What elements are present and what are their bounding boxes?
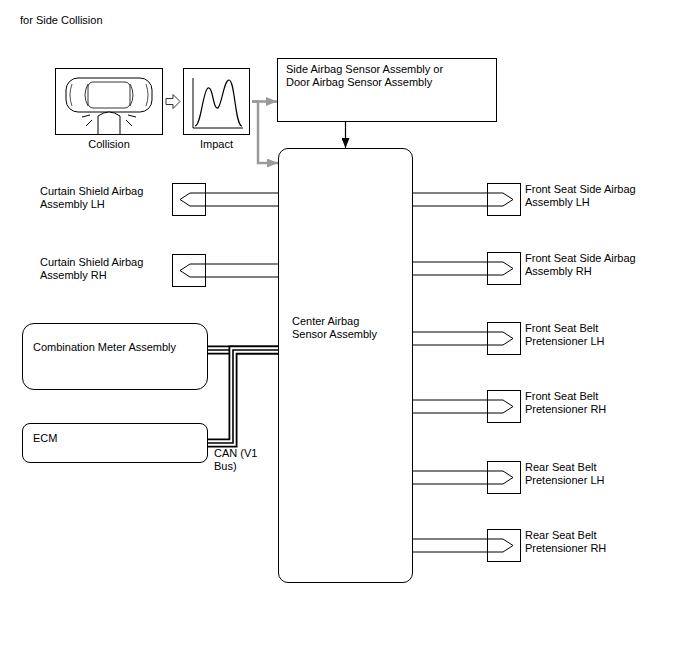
squib-wire: [413, 332, 487, 345]
ecu-box: Combination Meter Assembly: [22, 323, 208, 390]
squib-symbols: [180, 193, 513, 552]
car-body: [66, 78, 152, 112]
other-car: [98, 112, 120, 134]
squib-box: Rear Seat Belt Pretensioner LH: [487, 461, 521, 494]
connector: [252, 102, 278, 164]
caption: Collision: [46, 138, 172, 151]
squib-wire: [413, 539, 487, 552]
component-name: Combination Meter Assembly: [33, 341, 197, 354]
component-name: Rear Seat Belt Pretensioner LH: [525, 461, 653, 487]
can-bus-core: [208, 350, 278, 443]
connector: [413, 539, 487, 552]
impact-sparks: [82, 115, 136, 126]
ecu-box: Center Airbag Sensor Assembly: [278, 148, 413, 583]
squib-box: Rear Seat Belt Pretensioner RH: [487, 529, 521, 562]
squib-box: Curtain Shield Airbag Assembly LH: [172, 183, 206, 216]
connector: [413, 332, 487, 345]
connector: [413, 400, 487, 413]
component-name: Curtain Shield Airbag Assembly LH: [40, 185, 168, 211]
component-name: Front Seat Belt Pretensioner RH: [525, 390, 653, 416]
component-name: Rear Seat Belt Pretensioner RH: [525, 529, 653, 555]
component-name: Center Airbag Sensor Assembly: [292, 315, 387, 341]
graph-axes: [193, 78, 243, 128]
connector: [413, 193, 487, 206]
squib-symbol: [487, 471, 513, 484]
ecu-box: ECM: [22, 423, 208, 463]
squib-symbol: [180, 264, 206, 277]
squib-symbol: [487, 539, 513, 552]
squib-wire: [413, 471, 487, 484]
component-name: Curtain Shield Airbag Assembly RH: [40, 256, 168, 282]
squib-symbol: [487, 193, 513, 206]
illustration-frame: Impact: [183, 68, 250, 135]
squib-wire: [206, 264, 278, 277]
illustration: [66, 78, 243, 134]
component-name: ECM: [33, 432, 197, 445]
illustration-frame: Collision: [55, 68, 163, 135]
squib-symbol: [487, 400, 513, 413]
squib-box: Front Seat Belt Pretensioner RH: [487, 390, 521, 423]
squib-box: Front Seat Side Airbag Assembly LH: [487, 183, 521, 216]
component-name: Front Seat Side Airbag Assembly LH: [525, 183, 653, 209]
connector: [413, 262, 487, 275]
car-cabin: [88, 82, 130, 108]
impact-curve: [195, 80, 242, 126]
squib-wire: [413, 193, 487, 206]
squib-box: Front Seat Belt Pretensioner LH: [487, 322, 521, 355]
squib-box: Front Seat Side Airbag Assembly RH: [487, 252, 521, 285]
squib-symbol: [487, 262, 513, 275]
squib-symbol: [180, 193, 206, 206]
can-bus: [208, 350, 278, 443]
caption: Impact: [174, 138, 259, 151]
component-name: Side Airbag Sensor Assembly or Door Airb…: [286, 63, 458, 89]
connector: [208, 350, 278, 443]
sensor-box: Side Airbag Sensor Assembly or Door Airb…: [277, 58, 497, 122]
signal-arrow: [252, 102, 278, 164]
diagram-title: for Side Collision: [20, 14, 103, 27]
squib-wire: [413, 400, 487, 413]
connector: [206, 193, 278, 206]
squib-wire: [413, 262, 487, 275]
squib-wire: [206, 193, 278, 206]
hollow-arrow: [166, 95, 180, 109]
car-windows: [85, 84, 133, 106]
car-bumpers: [70, 84, 148, 106]
squib-box: Curtain Shield Airbag Assembly RH: [172, 254, 206, 287]
connector: [166, 95, 180, 109]
component-name: Front Seat Side Airbag Assembly RH: [525, 252, 653, 278]
can-bus-gap: [208, 350, 278, 443]
squib-symbol: [487, 332, 513, 345]
component-name: Front Seat Belt Pretensioner LH: [525, 322, 653, 348]
connectors: [166, 95, 487, 553]
connector: [413, 471, 487, 484]
connector: [206, 264, 278, 277]
signal-arrow: [345, 122, 346, 148]
connector: [345, 122, 346, 148]
bus-label: CAN (V1 Bus): [214, 447, 272, 473]
